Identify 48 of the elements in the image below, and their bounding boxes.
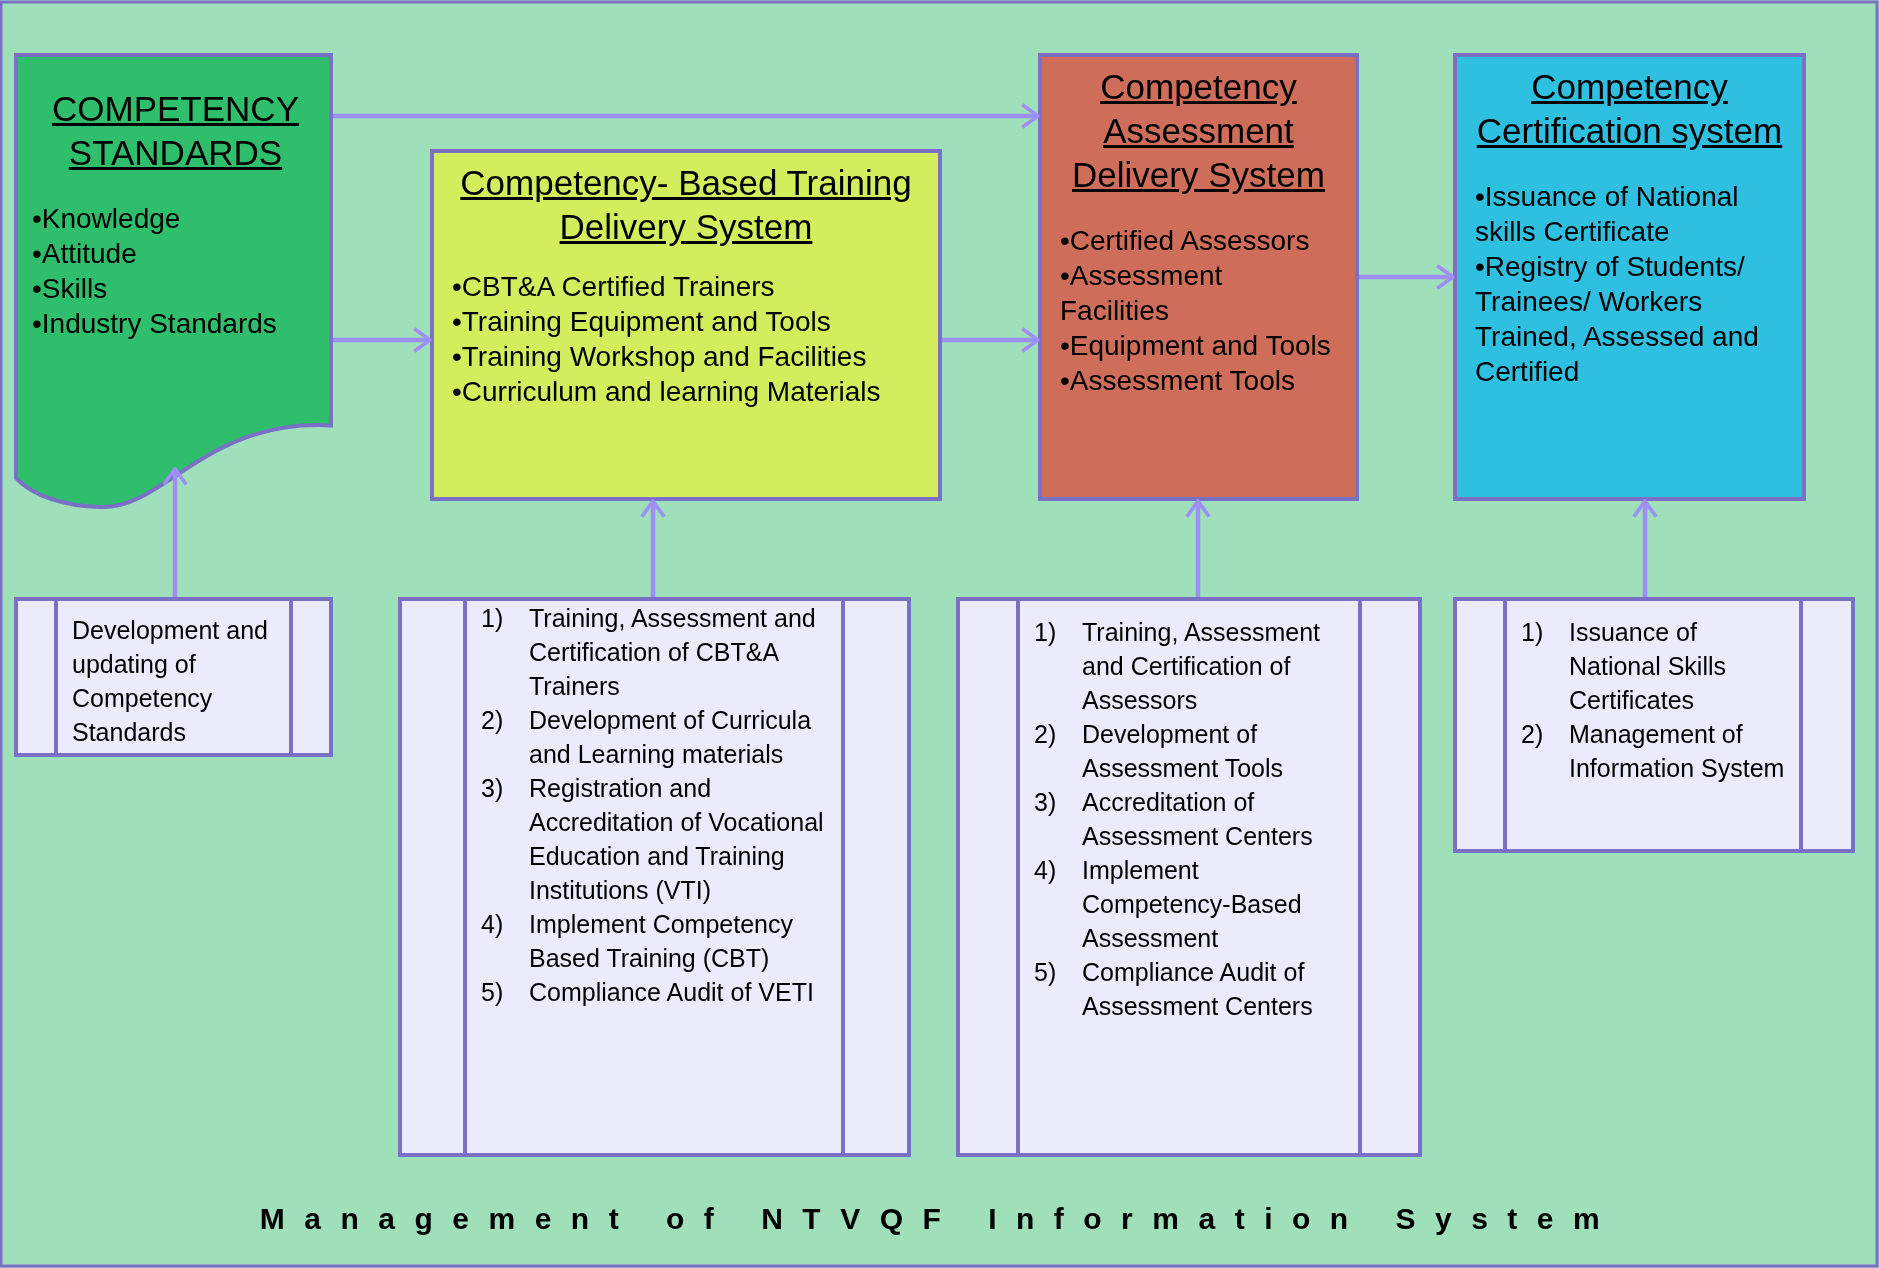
bullet-item: •Training Workshop and Facilities bbox=[452, 340, 868, 374]
list-item: 1) Training, Assessment and Certification of Assessors bbox=[1034, 617, 1322, 716]
list-item: 4) Implement Competency-Based Assessment bbox=[1034, 855, 1303, 954]
box-heading: Competency Certification system bbox=[1475, 66, 1784, 152]
list-item: 1) Issuance of National Skills Certificates bbox=[1521, 617, 1727, 716]
list-item: 3) Accreditation of Assessment Centers bbox=[1034, 787, 1314, 852]
process-box bbox=[1038, 53, 1359, 501]
arrow bbox=[333, 102, 1040, 130]
bullet-item: •Skills bbox=[32, 272, 109, 306]
process-box bbox=[1453, 53, 1806, 501]
arrow bbox=[639, 499, 667, 597]
arrow bbox=[1184, 499, 1212, 597]
predefined-process-box bbox=[398, 597, 911, 1157]
arrow bbox=[1359, 263, 1455, 291]
bullet-item: •CBT&A Certified Trainers bbox=[452, 270, 776, 304]
caption: Management of NTVQF Information System bbox=[258, 1202, 1621, 1236]
list-item: 5) Compliance Audit of VETI bbox=[481, 977, 815, 1008]
list-item: 1) Training, Assessment and Certification of CBT&A Trainers bbox=[481, 603, 817, 702]
bullet-item: •Registry of Students/ Trainees/ Workers Trained, Assessed and Certified bbox=[1475, 250, 1760, 389]
arrow bbox=[333, 326, 432, 354]
predefined-process-box bbox=[14, 597, 333, 757]
bullet-item: •Assessment Tools bbox=[1060, 364, 1296, 398]
arrow bbox=[161, 467, 189, 597]
box-heading: Competency Assessment Delivery System bbox=[1071, 66, 1326, 196]
arrow bbox=[942, 326, 1040, 354]
box-heading: Competency- Based Training Delivery System bbox=[459, 162, 913, 248]
box-heading: COMPETENCY STANDARDS bbox=[51, 88, 300, 174]
bullet-item: •Curriculum and learning Materials bbox=[452, 375, 882, 409]
bullet-item: •Certified Assessors bbox=[1060, 224, 1311, 258]
list-item: Development and updating of Competency Standards bbox=[72, 615, 269, 748]
list-item: 4) Implement Competency Based Training (CBT) bbox=[481, 909, 794, 974]
predefined-process-box bbox=[1453, 597, 1855, 853]
list-item: 5) Compliance Audit of Assessment Centers bbox=[1034, 957, 1314, 1022]
arrow bbox=[1631, 499, 1659, 597]
predefined-process-box bbox=[956, 597, 1422, 1157]
list-item: 3) Registration and Accreditation of Vocational Education and Training Institutions (VTI) bbox=[481, 773, 825, 906]
bullet-item: •Attitude bbox=[32, 237, 138, 271]
document-shape bbox=[14, 53, 333, 510]
list-item: 2) Development of Assessment Tools bbox=[1034, 719, 1284, 784]
bullet-item: •Assessment Facilities bbox=[1060, 259, 1224, 328]
process-box bbox=[430, 149, 942, 501]
bullet-item: •Industry Standards bbox=[32, 307, 278, 341]
bullet-item: •Training Equipment and Tools bbox=[452, 305, 832, 339]
list-item: 2) Management of Information System bbox=[1521, 719, 1786, 784]
bullet-item: •Equipment and Tools bbox=[1060, 329, 1332, 363]
list-item: 2) Development of Curricula and Learning materials bbox=[481, 705, 813, 770]
bullet-item: •Issuance of National skills Certificate bbox=[1475, 180, 1740, 249]
bullet-item: •Knowledge bbox=[32, 202, 182, 236]
